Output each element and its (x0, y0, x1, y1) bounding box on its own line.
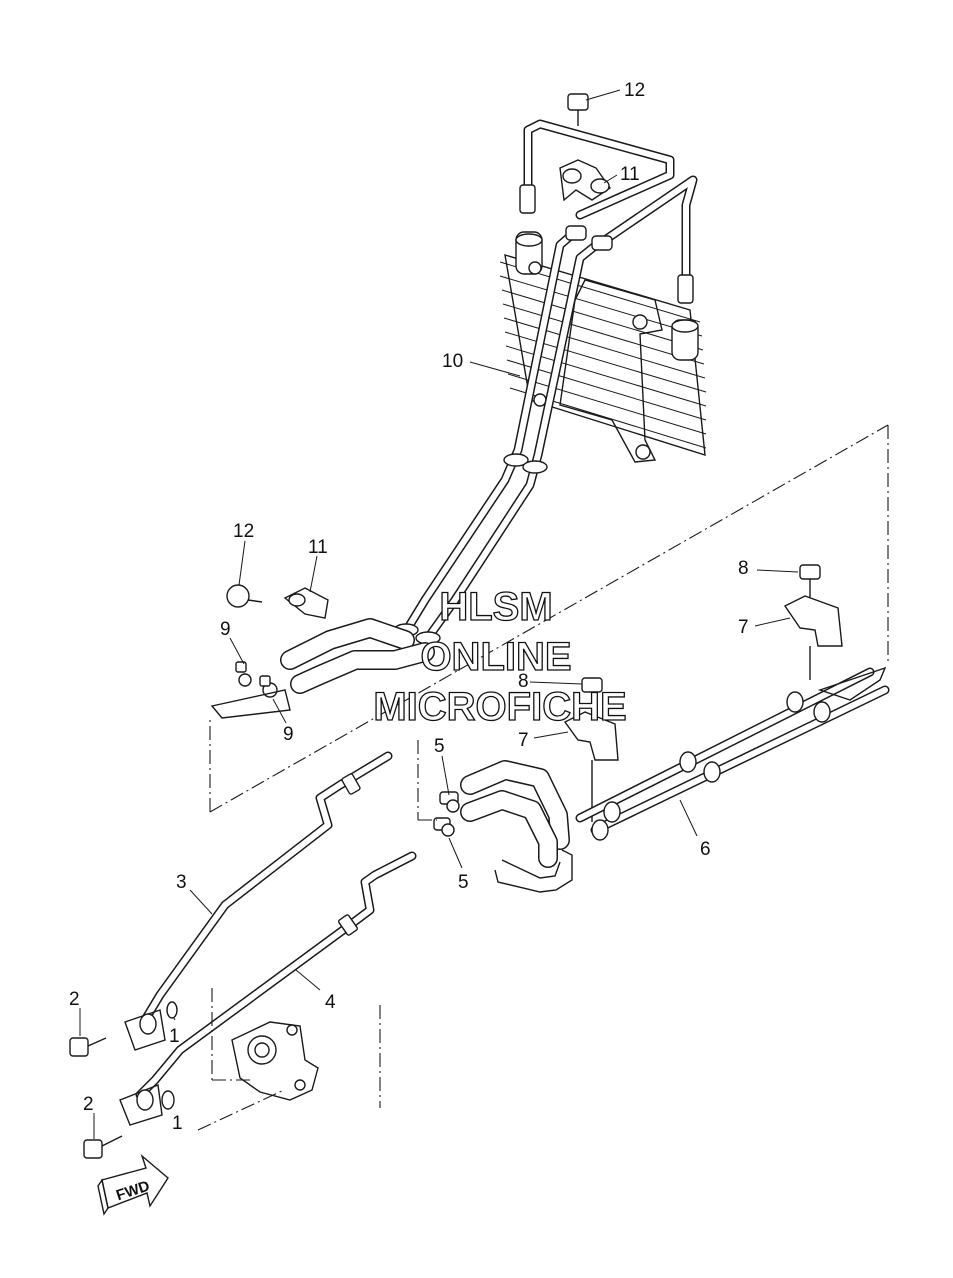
clamp-7-right (783, 595, 843, 680)
callout-7-right: 7 (738, 617, 749, 638)
oil-pipe-4 (135, 851, 417, 1100)
clamp-11-left (283, 587, 329, 619)
callout-2-upper: 2 (69, 989, 80, 1010)
callout-9-upper: 9 (220, 619, 231, 640)
callout-5-upper: 5 (434, 736, 445, 757)
bolt-2-lower (83, 1135, 123, 1159)
callout-8-mid: 8 (518, 671, 529, 692)
hose-clamp-5 (433, 791, 460, 837)
callout-2-lower: 2 (83, 1094, 94, 1115)
hose-clamp-9 (210, 661, 291, 719)
callout-6: 6 (700, 839, 711, 860)
bolt-12-top (567, 93, 589, 126)
callout-1-lower: 1 (172, 1113, 183, 1134)
leader-lines (79, 89, 799, 1139)
callout-3: 3 (176, 872, 187, 893)
callout-12-top: 12 (624, 80, 645, 101)
callout-9-lower: 9 (283, 724, 294, 745)
callout-8-right: 8 (738, 558, 749, 579)
pipe-flange-lower (119, 1084, 175, 1126)
callout-11-top: 11 (620, 164, 640, 185)
bolt-2-upper (69, 1037, 107, 1057)
fwd-arrow-icon: FWD (97, 1153, 169, 1216)
oil-cooler-pipe-assy (280, 119, 698, 694)
oil-hose-set-6 (460, 666, 890, 893)
pipe-flange-upper (124, 1001, 178, 1051)
oil-cooler-radiator (499, 231, 707, 463)
engine-boss (231, 1021, 319, 1101)
dashed-reference-lines (197, 424, 889, 1131)
watermark-line-2: ONLINE (420, 635, 571, 679)
bolt-8-right (799, 564, 821, 598)
bolt-8-mid (581, 677, 603, 718)
watermark-line-3: MICROFICHE (373, 685, 626, 729)
callout-5-lower: 5 (458, 872, 469, 893)
callout-11-left: 11 (308, 537, 328, 558)
callout-1-upper: 1 (169, 1026, 180, 1047)
callout-labels: 12 11 10 12 11 9 9 8 7 8 7 5 5 6 3 4 2 1… (69, 80, 749, 1134)
oil-pipe-3 (140, 751, 393, 1025)
clamp-11-top (559, 159, 611, 202)
callout-10: 10 (442, 351, 463, 372)
callout-12-left: 12 (233, 521, 254, 542)
callout-4: 4 (325, 992, 336, 1013)
watermark-line-1: HLSM (439, 585, 552, 629)
watermark: HLSM ONLINE MICROFICHE (373, 584, 628, 729)
callout-7-mid: 7 (518, 730, 529, 751)
bolt-12-left (226, 584, 263, 608)
